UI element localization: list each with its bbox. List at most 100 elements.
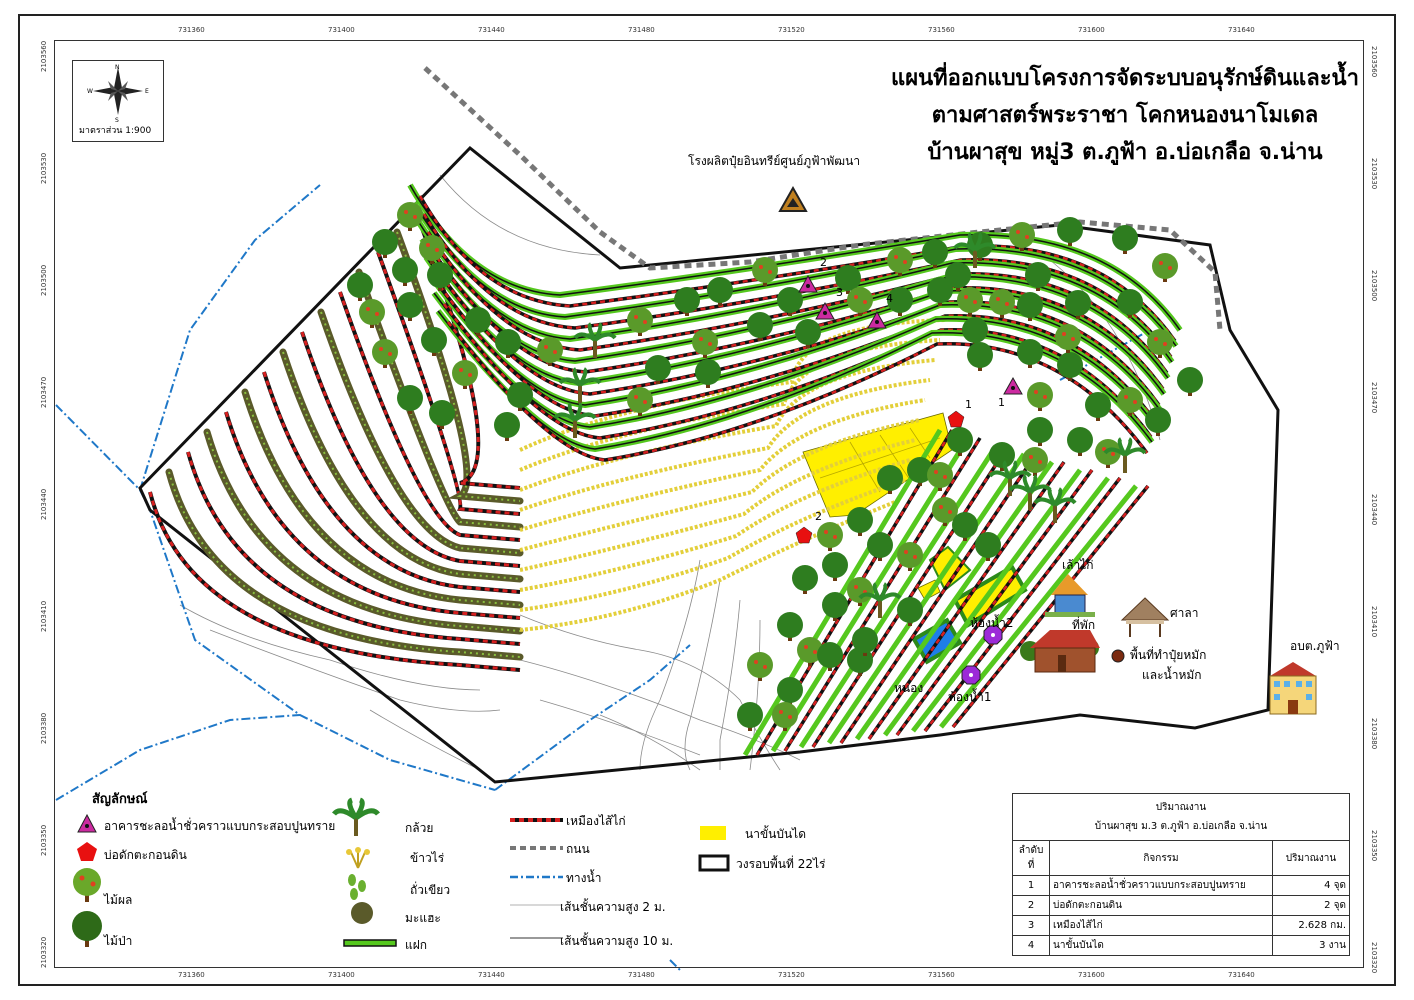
- table-header: กิจกรรม: [1049, 840, 1273, 876]
- swale-line: [839, 453, 1038, 744]
- road: [423, 66, 1223, 331]
- forest-tree-icon: [427, 262, 453, 291]
- compost-label-1: พื้นที่ทำปุ๋ยหมัก: [1130, 648, 1207, 662]
- swale-line: [952, 485, 1149, 728]
- legend-sediment-trap: บ่อดักตะกอนดิน: [104, 848, 187, 862]
- rice-icon: [346, 847, 370, 869]
- weir-number: 4: [886, 292, 893, 305]
- forest-tree-icon: [852, 627, 878, 656]
- forest-tree-icon: [507, 382, 533, 411]
- banana-icon: [1008, 474, 1052, 510]
- fruit-tree-icon: [1152, 253, 1178, 282]
- vetiver-row: [939, 484, 1138, 729]
- fruit-tree-icon: [419, 235, 445, 264]
- swale-line: [414, 211, 521, 490]
- weir-icon: [77, 813, 97, 833]
- fruit-tree-icon: [1055, 324, 1081, 353]
- forest-tree-icon: [695, 359, 721, 388]
- mung-bean-icon: [348, 874, 366, 900]
- vetiver-outline: [413, 202, 1177, 347]
- swale-line: [224, 411, 521, 620]
- banana-icon: [553, 402, 597, 438]
- vetiver-outline: [437, 310, 1153, 450]
- weir-markers: [798, 274, 1023, 395]
- x-tick-label: 731480: [628, 971, 655, 979]
- row-number: 2: [1012, 895, 1050, 916]
- forest-tree-icon: [777, 677, 803, 706]
- forest-tree-icon: [952, 512, 978, 541]
- swale-line: [447, 321, 1149, 462]
- rice-row: [519, 378, 931, 512]
- trap-number: 2: [815, 510, 822, 523]
- weir-number: 3: [836, 286, 843, 299]
- forest-tree-icon: [707, 277, 733, 306]
- factory-label: โรงผลิตปุ๋ยอินทรีย์ศูนย์ภูฟ้าพัฒนา: [688, 154, 861, 168]
- fruit-tree-icon: [932, 497, 958, 526]
- vetiver-row: [911, 476, 1110, 733]
- x-tick-label: 731400: [328, 26, 355, 34]
- fruit-tree-icon: [359, 299, 385, 328]
- forest-tree-icon: [877, 465, 903, 494]
- lodging-label: ที่พัก: [1072, 618, 1096, 632]
- rice-row: [519, 458, 911, 592]
- forest-tree-icon: [429, 400, 455, 429]
- vetiver-row: [826, 452, 1027, 745]
- forest-tree-icon: [1067, 427, 1093, 456]
- terrace-icon: [700, 826, 726, 840]
- swale-line: [186, 451, 521, 646]
- x-tick-label: 731400: [328, 971, 355, 979]
- rice-row: [519, 498, 901, 632]
- legend-fruit-tree: ไม้ผล: [104, 893, 133, 907]
- forest-tree-icon: [962, 317, 988, 346]
- compass-rose-icon: N S W E: [87, 64, 149, 123]
- forest-tree-icon: [397, 292, 423, 321]
- lodging-house-icon: [1020, 630, 1100, 673]
- mung-bean-row: [244, 391, 521, 606]
- legend-swale: เหมืองไส้ไก่: [566, 814, 626, 828]
- forest-tree-icon: [795, 319, 821, 348]
- trap-number: 1: [965, 398, 972, 411]
- contour-lines: [179, 174, 1161, 771]
- x-tick-label: 731440: [478, 971, 505, 979]
- forest-tree-icon: [1017, 339, 1043, 368]
- svg-text:W: W: [87, 88, 93, 95]
- weir-icon: [867, 310, 887, 329]
- legend-symbols: [72, 797, 730, 947]
- sediment-trap-icon: [795, 526, 813, 544]
- table-row: 3 เหมืองไส้ไก่ 2.628 กม.: [1012, 915, 1350, 936]
- forest-tree-icon: [392, 257, 418, 286]
- sala-label: ศาลา: [1170, 606, 1199, 620]
- forest-tree-icon: [1025, 262, 1051, 291]
- forest-tree-icon: [1085, 392, 1111, 421]
- legend-banana: กล้วย: [405, 821, 434, 835]
- table-row: 2 บ่อดักตะกอนดิน 2 จุด: [1012, 895, 1350, 916]
- x-tick-label: 731560: [928, 26, 955, 34]
- title-line-1: แผนที่ออกแบบโครงการจัดระบบอนุรักษ์ดินและ…: [891, 66, 1359, 91]
- legend-rice: ข้าวไร่: [410, 851, 445, 865]
- x-tick-label: 731360: [178, 26, 205, 34]
- pigeon-pea-icon: [351, 902, 373, 924]
- title-line-3: บ้านผาสุข หมู่3 ต.ภูฟ้า อ.บ่อเกลือ จ.น่า…: [927, 140, 1323, 165]
- x-tick-label: 731600: [1078, 971, 1105, 979]
- fruit-tree-icon: [772, 702, 798, 731]
- mung-bean-row: [320, 311, 521, 554]
- banana-icon: [1033, 487, 1077, 523]
- legend-title: สัญลักษณ์: [92, 792, 148, 807]
- fruit-tree-icon: [989, 289, 1015, 318]
- forest-tree-icon: [1177, 367, 1203, 396]
- pond-label: หนอง: [894, 681, 924, 695]
- forest-tree-icon: [1027, 417, 1053, 446]
- table-row: 4 นาขั้นบันได 3 งาน: [1012, 935, 1350, 956]
- fruit-tree-icon: [957, 287, 983, 316]
- weir-icon: [1003, 376, 1023, 395]
- sala-pavilion-icon: [1120, 597, 1170, 637]
- swale-line: [811, 445, 1010, 748]
- banana-icon: [558, 367, 602, 403]
- x-tick-label: 731600: [1078, 26, 1105, 34]
- fruit-tree-icon: [927, 462, 953, 491]
- forest-tree-icon: [887, 287, 913, 316]
- fruit-tree-icon: [1095, 439, 1121, 468]
- forest-tree-icon: [72, 911, 102, 947]
- forest-tree-icon: [737, 702, 763, 731]
- swale-line: [148, 491, 521, 672]
